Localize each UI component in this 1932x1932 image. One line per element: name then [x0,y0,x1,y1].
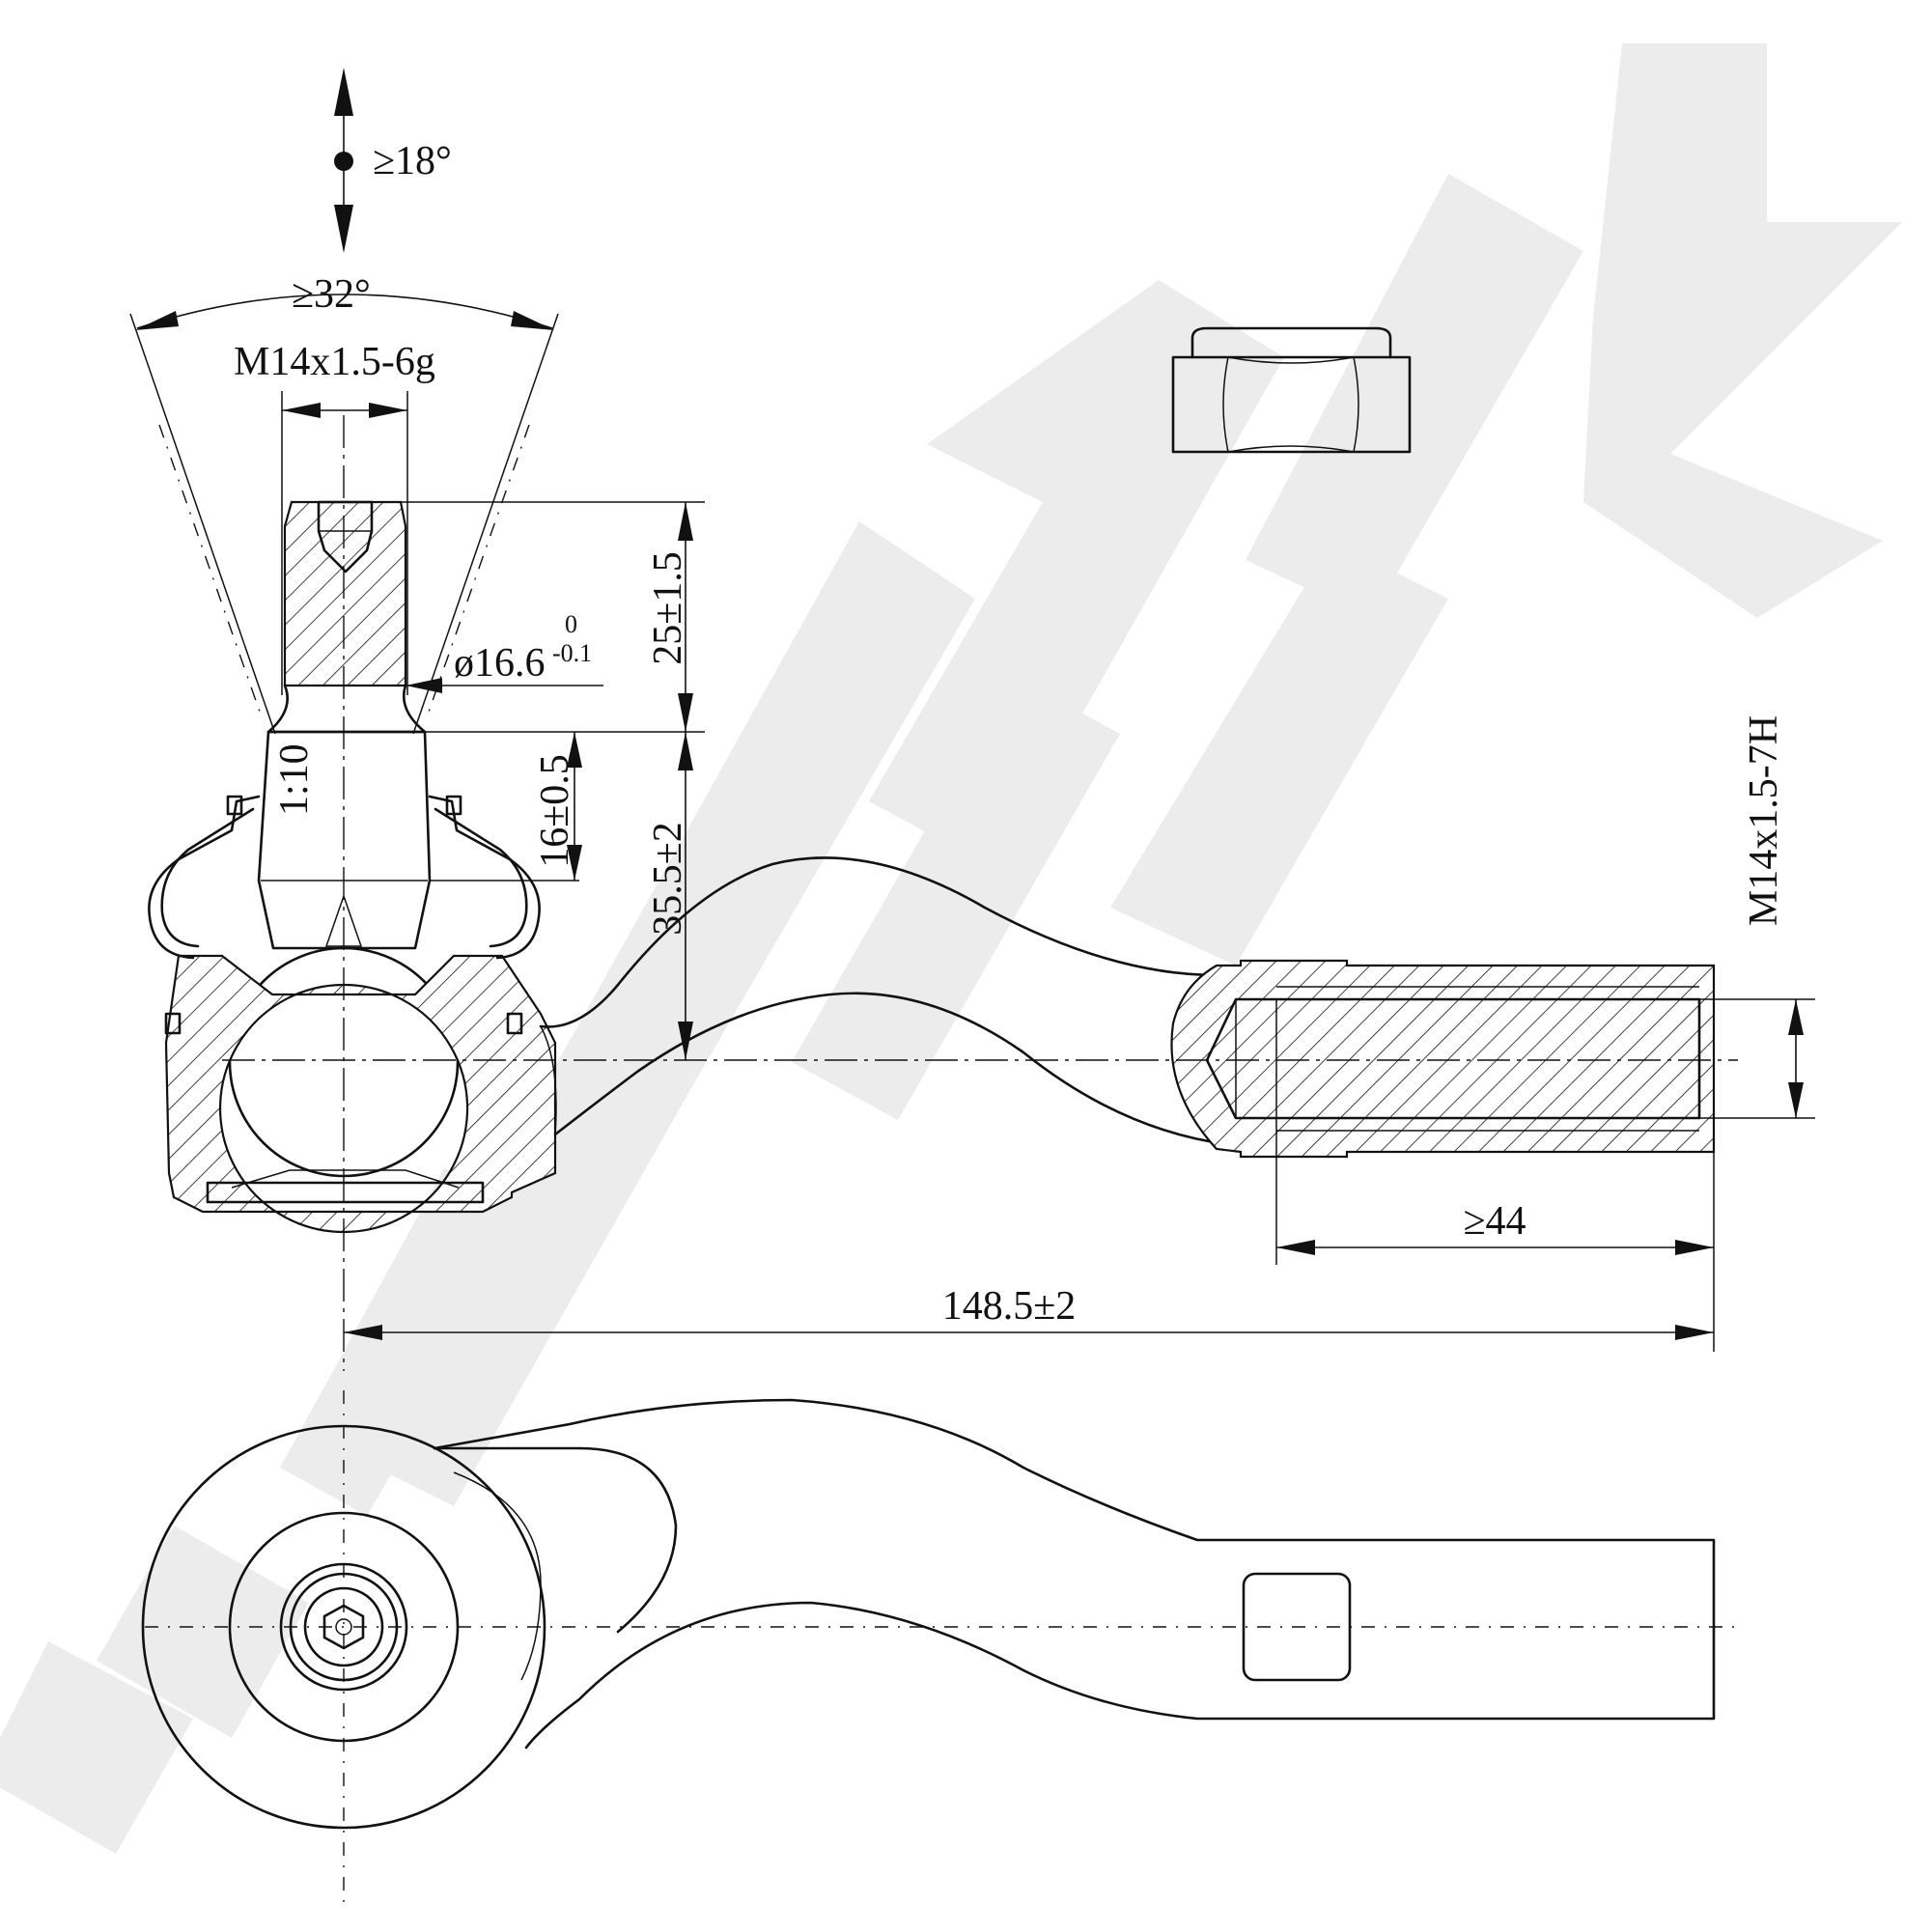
swing-angle-symbol: ≥18° [334,68,452,253]
stud-diameter-tol-upper: 0 [565,610,577,638]
inner-thread-dimension: M14x1.5-7H [1699,715,1815,1119]
total-length-label: 148.5±2 [942,1284,1077,1329]
cone-angle-dimension: ≥32° [129,272,559,735]
plan-view [141,1390,1738,1902]
cone-angle-label: ≥32° [292,272,371,317]
swing-angle-label: ≥18° [373,139,452,183]
threaded-socket-section [1170,959,1716,1159]
ball-height-label: 35.5±2 [646,822,690,936]
stud-length-label: 25±1.5 [646,551,690,665]
horizontal-dimensions: ≥44 148.5±2 [344,1118,1715,1352]
stud-diameter-tol-lower: -0.1 [552,639,592,667]
taper-length-label: 16±0.5 [533,754,577,868]
stud-diameter-dimension: ø16.6 0 -0.1 [406,610,603,693]
pivot-dot-icon [334,152,353,171]
arrow-up-icon [334,68,353,116]
taper-ratio-label: 1:10 [272,743,317,816]
tie-rod-arm [539,856,1228,1146]
lock-nut [1171,326,1412,454]
centerlines-side [222,415,1738,1371]
hex-socket-icon [322,1604,365,1650]
inner-thread-label: M14x1.5-7H [1742,715,1786,926]
stud-diameter-label: ø16.6 [454,641,546,686]
housing-section [148,795,557,1234]
thread-depth-label: ≥44 [1463,1199,1526,1244]
vertical-dimensions: 25±1.5 16±0.5 35.5±2 [381,501,705,1060]
stud-thread-label: M14x1.5-6g [234,340,435,384]
stud-thread-dimension: M14x1.5-6g [234,340,435,695]
arrow-down-icon [334,205,353,253]
watermark-logo [0,43,1902,1854]
